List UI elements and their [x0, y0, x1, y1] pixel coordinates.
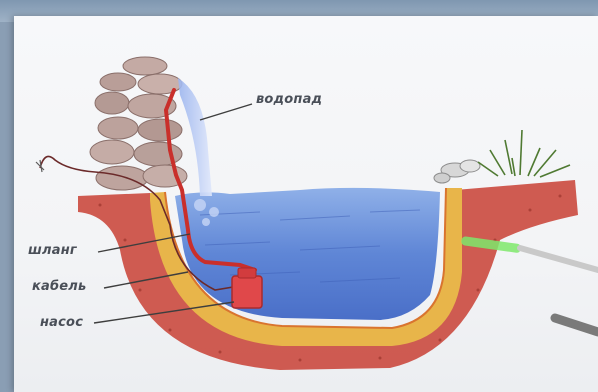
- bank-rocks: [434, 160, 480, 183]
- label-cable: кабель: [32, 279, 86, 294]
- grass-tuft: [478, 130, 570, 177]
- label-hose: шланг: [28, 243, 77, 258]
- pen-tip: [555, 318, 598, 332]
- label-pump: насос: [40, 315, 83, 330]
- stone-pile: [90, 57, 187, 190]
- leader-waterfall: [200, 104, 252, 120]
- label-waterfall: водопад: [256, 92, 322, 107]
